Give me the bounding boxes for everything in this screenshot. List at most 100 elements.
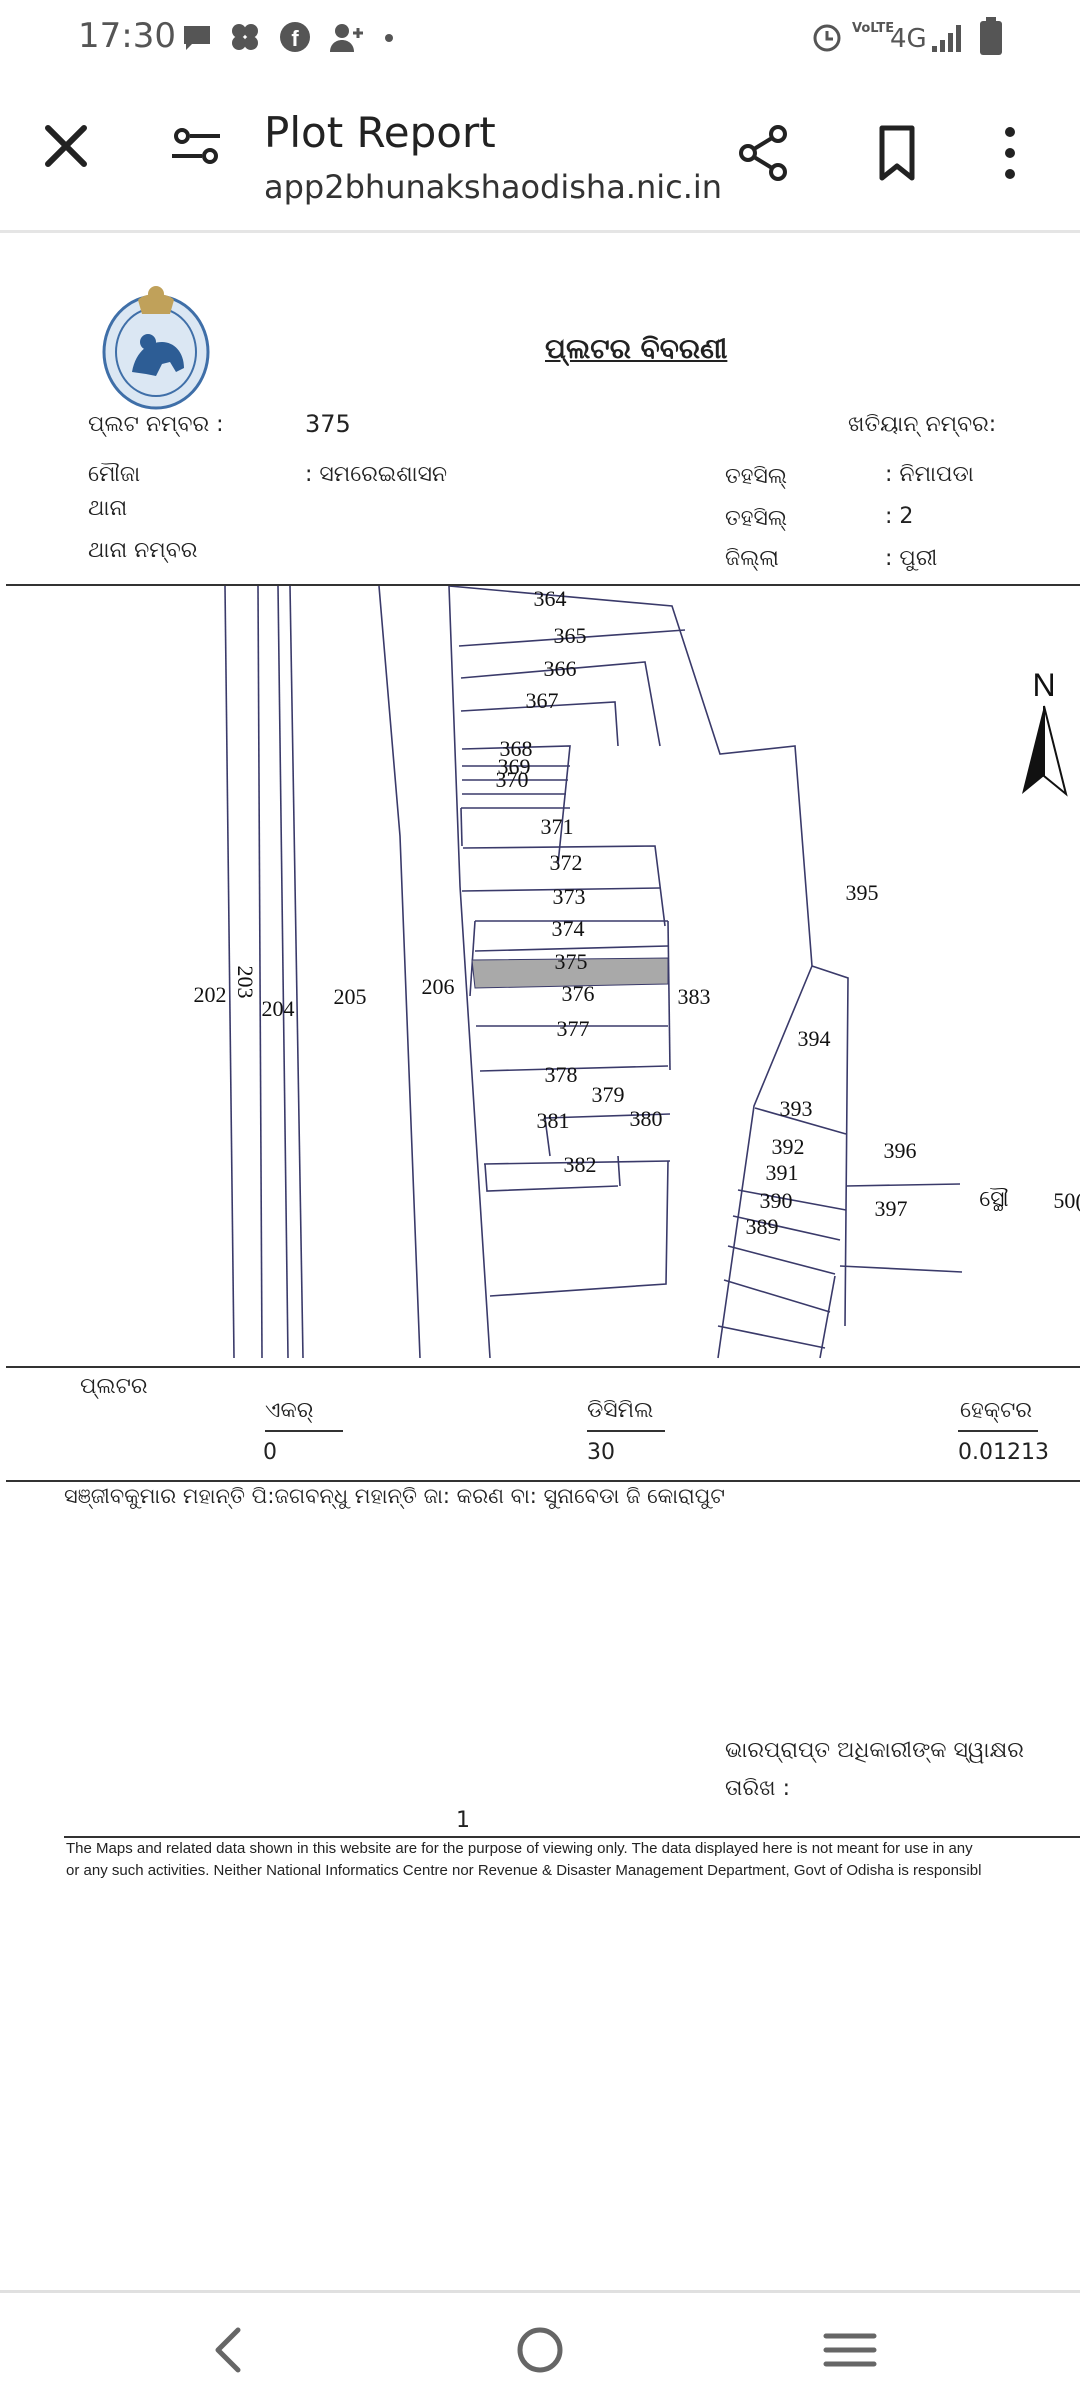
flower-app-icon [228,20,262,54]
thana-label: ଥାନା [88,496,128,521]
plot-label-381: 381 [537,1108,570,1133]
tahasil2-value: : 2 [885,504,914,529]
svg-text:f: f [291,26,299,51]
hectare-underline [958,1430,1038,1432]
bookmark-icon [879,125,915,181]
map-bottom-divider [6,1366,1080,1368]
district-value: : ପୁରୀ [885,546,938,571]
plot-label-393: 393 [780,1096,813,1121]
home-button[interactable] [500,2318,580,2382]
decimal-value: 30 [587,1440,615,1465]
odisha-emblem [98,272,214,412]
close-icon [45,125,87,167]
page-url: app2bhunakshaodisha.nic.in [264,168,723,206]
footer-divider [64,1836,1080,1838]
more-options-button[interactable] [985,118,1035,188]
recents-button[interactable] [810,2318,890,2382]
hectare-label: ହେକ୍ଟର [960,1398,1033,1423]
page-options-button[interactable] [160,110,232,182]
disclaimer-line-2: or any such activities. Neither National… [66,1862,982,1879]
plot-label-373: 373 [553,884,586,909]
disclaimer-line-1: The Maps and related data shown in this … [66,1840,973,1857]
plot-label-206: 206 [422,974,455,999]
tune-icon [172,128,220,164]
plot-label-392: 392 [772,1134,805,1159]
mouza-value: : ସମରେଇଶାସନ [305,462,448,487]
signature-label: ଭାରପ୍ରାପ୍ତ ଅଧିକାରୀଙ୍କ ସ୍ୱାକ୍ଷର [725,1738,1024,1763]
date-label: ତାରିଖ : [725,1776,791,1801]
plot-label-379: 379 [592,1082,625,1107]
plot-label-50(: 50( [1053,1188,1080,1213]
alarm-icon [810,20,844,54]
selected-plot-shape[interactable] [471,957,669,989]
plot-label-364: 364 [534,586,567,611]
hectare-value: 0.01213 [958,1440,1049,1465]
plot-label-202: 202 [194,982,227,1007]
plot-label-371: 371 [541,814,574,839]
tahasil-label: ତହସିଲ୍ [725,464,787,489]
acre-label: ଏକର୍ [265,1398,314,1423]
share-button[interactable] [730,118,800,188]
plot-label-ସ୍ଥୌ: ସ୍ଥୌ [979,1186,1008,1211]
more-vert-icon [1005,127,1015,179]
plot-no-value: 375 [305,410,351,438]
battery-icon [978,16,1004,56]
plot-label-391: 391 [766,1160,799,1185]
plot-label-376: 376 [562,981,595,1006]
volte-label: VoLTE [852,21,895,36]
decimal-label: ଡିସିମିଲ [587,1398,654,1423]
plot-label-397: 397 [875,1196,908,1221]
mouza-label: ମୌଜା [88,462,141,487]
app-bar-divider [0,230,1080,233]
plot-label-365: 365 [554,623,587,648]
recents-icon [823,2333,877,2367]
plot-label-370: 370 [496,767,529,792]
plot-label-394: 394 [798,1026,831,1051]
home-icon [517,2327,563,2373]
compass-letter: N [1032,667,1055,703]
decimal-underline [587,1430,665,1432]
plot-label-377: 377 [557,1016,590,1041]
back-icon [215,2327,241,2373]
share-icon [739,125,787,181]
facebook-icon: f [278,20,312,54]
plot-label-395: 395 [846,880,879,905]
plot-label-380: 380 [630,1106,663,1131]
header-divider [6,584,1080,586]
thana-no-label: ଥାନା ନମ୍ବର [88,538,198,563]
district-label: ଜିଲ୍ଲା [725,546,779,571]
message-icon [180,20,214,54]
bookmark-button[interactable] [862,118,932,188]
back-button[interactable] [188,2318,268,2382]
plot-label-375: 375 [555,949,588,974]
cadastral-map[interactable]: N 36436536636736836937037137237337437537… [0,586,1080,1366]
dot-icon [372,20,406,54]
plot-label-383: 383 [678,984,711,1009]
plot-label-203: 203 [233,966,258,999]
page-number: 1 [456,1808,470,1833]
tahasil-value: : ନିମାପଡା [885,462,974,487]
north-arrow [1022,705,1068,797]
close-button[interactable] [30,110,102,182]
plot-no-label: ପ୍ଲଟ ନମ୍ବର : [88,412,224,437]
signal-icon [930,20,966,54]
report-heading: ପ୍ଲଟର ବିବରଣୀ [545,332,728,365]
acre-value: 0 [263,1440,277,1465]
page-title: Plot Report [264,108,496,157]
navigation-bar [0,2290,1080,2408]
volte-icon: VoLTE [852,22,894,56]
area-section-label: ପ୍ଲଟର [80,1374,148,1399]
network-label: 4G [890,24,927,54]
plot-label-205: 205 [334,984,367,1009]
plot-label-204: 204 [262,996,295,1021]
status-time: 17:30 [78,16,176,56]
acre-underline [265,1430,343,1432]
plot-label-374: 374 [552,916,585,941]
add-person-icon [328,20,363,54]
plot-label-366: 366 [544,656,577,681]
plot-label-372: 372 [550,850,583,875]
plot-label-367: 367 [526,688,559,713]
plot-label-389: 389 [746,1214,779,1239]
plot-label-382: 382 [564,1152,597,1177]
plot-label-368: 368 [500,736,533,761]
